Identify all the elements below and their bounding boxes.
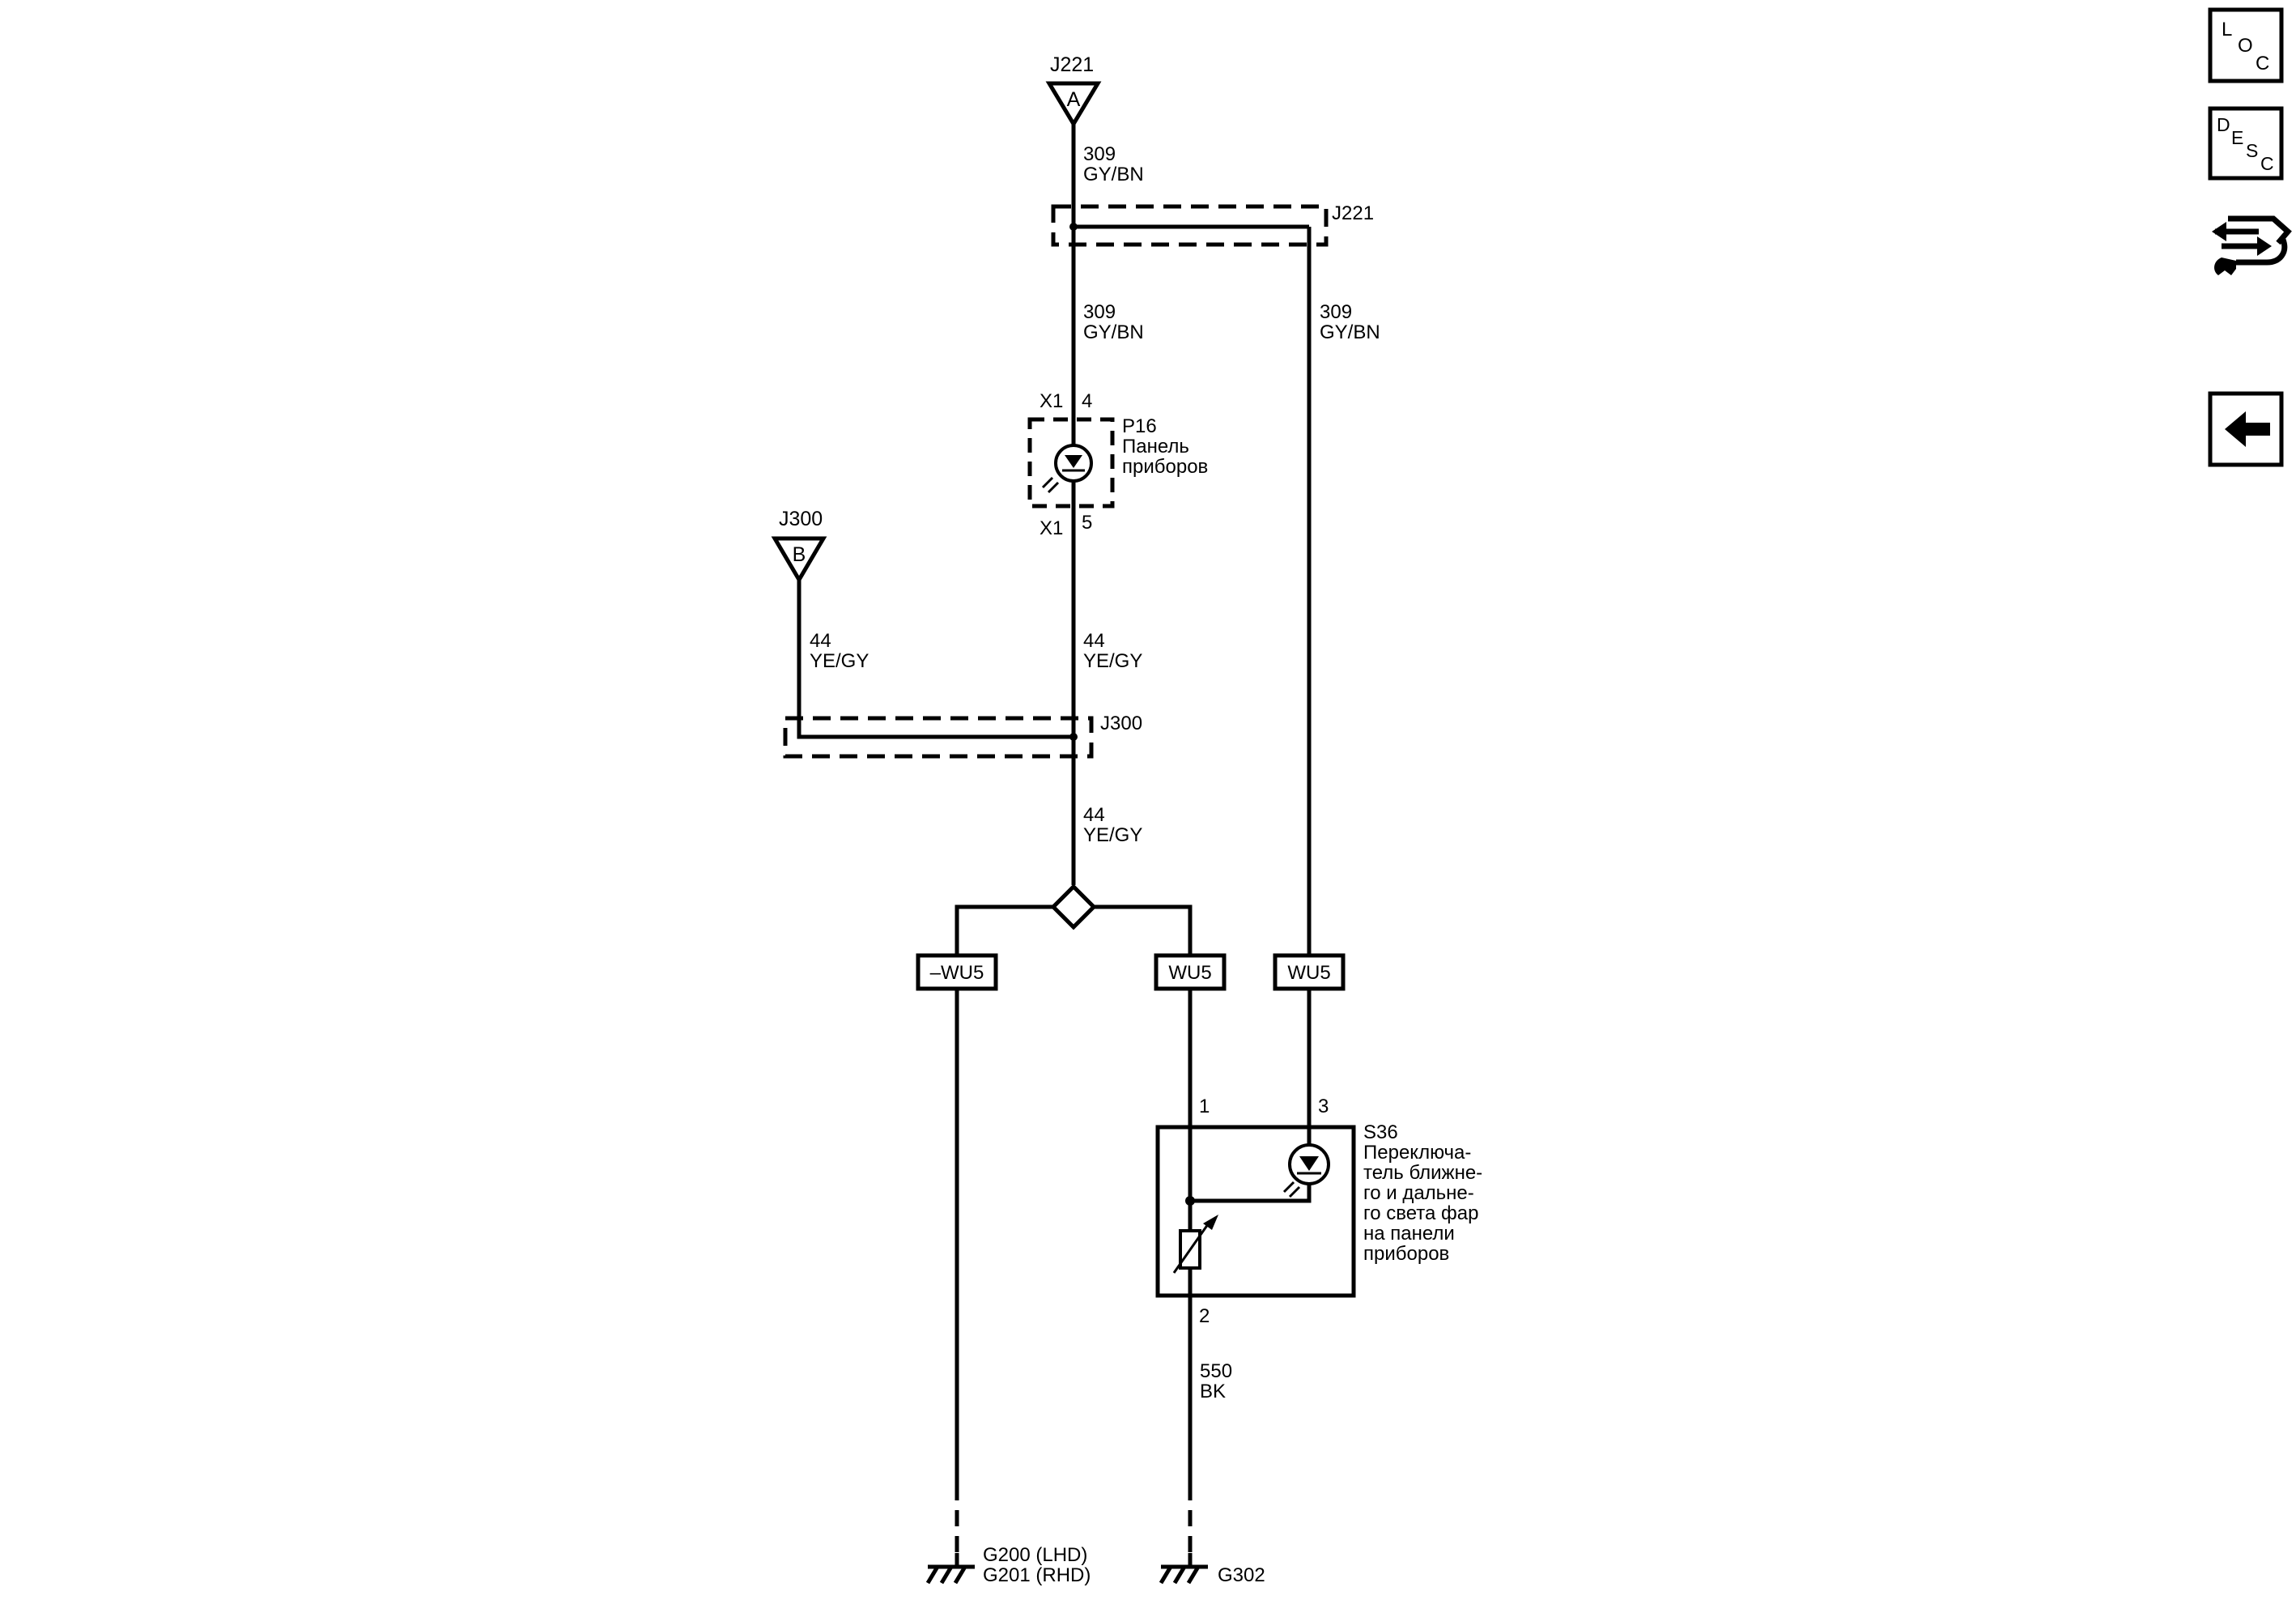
wire-309-b-circuit: 309 xyxy=(1083,301,1116,323)
wire-44-c-circuit: 44 xyxy=(1083,804,1105,826)
ground-g200-g201[interactable]: G200 (LHD) G201 (RHD) xyxy=(925,1544,1091,1586)
s36-name-line: го и дальне- xyxy=(1363,1182,1474,1204)
offpage-a-letter: A xyxy=(1067,88,1081,111)
s36-led-triangle xyxy=(1299,1156,1319,1171)
wire-branch-left[interactable] xyxy=(955,904,1053,955)
wire-44-b-circuit: 44 xyxy=(1083,630,1105,652)
wire-309-c-color: GY/BN xyxy=(1320,321,1380,343)
option-middle-label: WU5 xyxy=(1168,962,1211,984)
wire-550-color: BK xyxy=(1200,1381,1226,1402)
option-middle-box xyxy=(1154,953,1227,991)
service-button[interactable] xyxy=(2212,215,2292,275)
desc-letter-c: C xyxy=(2260,153,2274,174)
wire-550-circuit: 550 xyxy=(1200,1360,1232,1382)
s36-junction xyxy=(1185,1196,1195,1206)
offpage-a-ref: J221 xyxy=(1050,53,1094,76)
splice-j300-node xyxy=(1069,733,1078,741)
p16-name-line2: приборов xyxy=(1122,456,1208,478)
wire-44-a-circuit: 44 xyxy=(810,630,831,652)
p16-connector-bottom: X1 xyxy=(1040,517,1063,539)
option-right-label: WU5 xyxy=(1287,962,1330,984)
s36-pin1: 1 xyxy=(1199,1096,1210,1117)
desc-letter-d: D xyxy=(2217,114,2230,135)
offpage-b-letter: B xyxy=(793,543,806,566)
component-p16[interactable]: X1 4 X1 5 P16 Панель приборов xyxy=(1027,390,1208,539)
splice-j221[interactable]: J221 xyxy=(1051,202,1374,247)
splice-j221-label: J221 xyxy=(1332,202,1374,224)
p16-pin-bottom: 5 xyxy=(1082,512,1092,534)
offpage-a-triangle xyxy=(1045,81,1102,128)
wire-44-b-color: YE/GY xyxy=(1083,650,1142,672)
wire-44-c-color: YE/GY xyxy=(1083,824,1142,846)
p16-name-line1: Панель xyxy=(1122,436,1189,457)
wire-44-a[interactable] xyxy=(797,580,1074,739)
option-left[interactable]: –WU5 xyxy=(916,953,998,991)
wire-309-a-color: GY/BN xyxy=(1083,164,1144,185)
offpage-b-ref: J300 xyxy=(779,508,823,530)
back-button[interactable] xyxy=(2208,391,2284,467)
desc-button-frame xyxy=(2208,106,2284,181)
desc-letter-s: S xyxy=(2246,140,2258,161)
splice-j300[interactable]: J300 xyxy=(783,713,1142,759)
loc-button-frame xyxy=(2208,7,2284,83)
option-right-box xyxy=(1273,953,1346,991)
option-left-box xyxy=(916,953,998,991)
wire-309-a-circuit: 309 xyxy=(1083,143,1116,165)
option-middle[interactable]: WU5 xyxy=(1154,953,1227,991)
wire-44-a-color: YE/GY xyxy=(810,650,869,672)
component-s36[interactable]: 1 3 2 S36 Переключа- тель ближне- го и д… xyxy=(1155,1096,1482,1327)
ground-right-icon xyxy=(1159,1553,1208,1585)
ground-left-label-1: G200 (LHD) xyxy=(983,1544,1087,1566)
s36-name-line: Переключа- xyxy=(1363,1142,1471,1164)
offpage-connector-a[interactable]: J221 A xyxy=(1045,53,1102,128)
offpage-b-triangle xyxy=(771,536,827,584)
option-split-diamond[interactable] xyxy=(1050,883,1097,930)
s36-name-line: приборов xyxy=(1363,1243,1449,1265)
desc-button[interactable]: D E S C xyxy=(2208,106,2284,181)
s36-pin2: 2 xyxy=(1199,1305,1210,1327)
loc-letter-o: O xyxy=(2238,35,2253,57)
s36-name-line: тель ближне- xyxy=(1363,1162,1482,1184)
s36-ref: S36 xyxy=(1363,1121,1398,1143)
s36-rheostat-arrow-line xyxy=(1172,1223,1210,1274)
option-right[interactable]: WU5 xyxy=(1273,953,1346,991)
ground-g302[interactable]: G302 xyxy=(1159,1553,1265,1586)
p16-connector-top: X1 xyxy=(1040,390,1063,412)
arrow-left-icon xyxy=(2225,411,2270,447)
s36-led-rays-icon xyxy=(1282,1181,1301,1198)
option-left-label: –WU5 xyxy=(930,962,984,984)
ground-left-icon xyxy=(925,1553,975,1585)
wire-labels: 309 GY/BN 309 GY/BN 309 GY/BN 44 YE/GY 4… xyxy=(810,143,1380,1402)
splice-j221-outline xyxy=(1051,204,1329,247)
s36-name-line: на панели xyxy=(1363,1223,1455,1245)
splice-j300-label: J300 xyxy=(1100,713,1142,734)
wire-309-b-color: GY/BN xyxy=(1083,321,1144,343)
loc-letter-l: L xyxy=(2222,19,2232,40)
p16-outline xyxy=(1027,417,1115,509)
p16-led-triangle xyxy=(1065,455,1082,468)
ground-right-label: G302 xyxy=(1218,1564,1265,1586)
s36-rheostat-arrow-head xyxy=(1203,1215,1218,1230)
splice-j300-outline xyxy=(783,716,1094,759)
offpage-connector-b[interactable]: J300 B xyxy=(771,508,827,584)
ground-left-label-2: G201 (RHD) xyxy=(983,1564,1091,1586)
s36-pin3: 3 xyxy=(1318,1096,1329,1117)
splice-j221-node xyxy=(1069,223,1078,231)
p16-ref: P16 xyxy=(1122,415,1157,437)
wires xyxy=(797,124,1312,1553)
desc-letter-e: E xyxy=(2231,127,2243,148)
wire-309-c-circuit: 309 xyxy=(1320,301,1352,323)
p16-pin-top: 4 xyxy=(1082,390,1092,412)
s36-name-line: го света фар xyxy=(1363,1202,1478,1224)
wrench-arrows-icon xyxy=(2212,215,2292,275)
wire-branch-middle[interactable] xyxy=(1094,904,1193,955)
loc-button[interactable]: L O C xyxy=(2208,7,2284,83)
loc-letter-c: C xyxy=(2256,53,2269,74)
p16-led-rays-icon xyxy=(1041,476,1060,494)
